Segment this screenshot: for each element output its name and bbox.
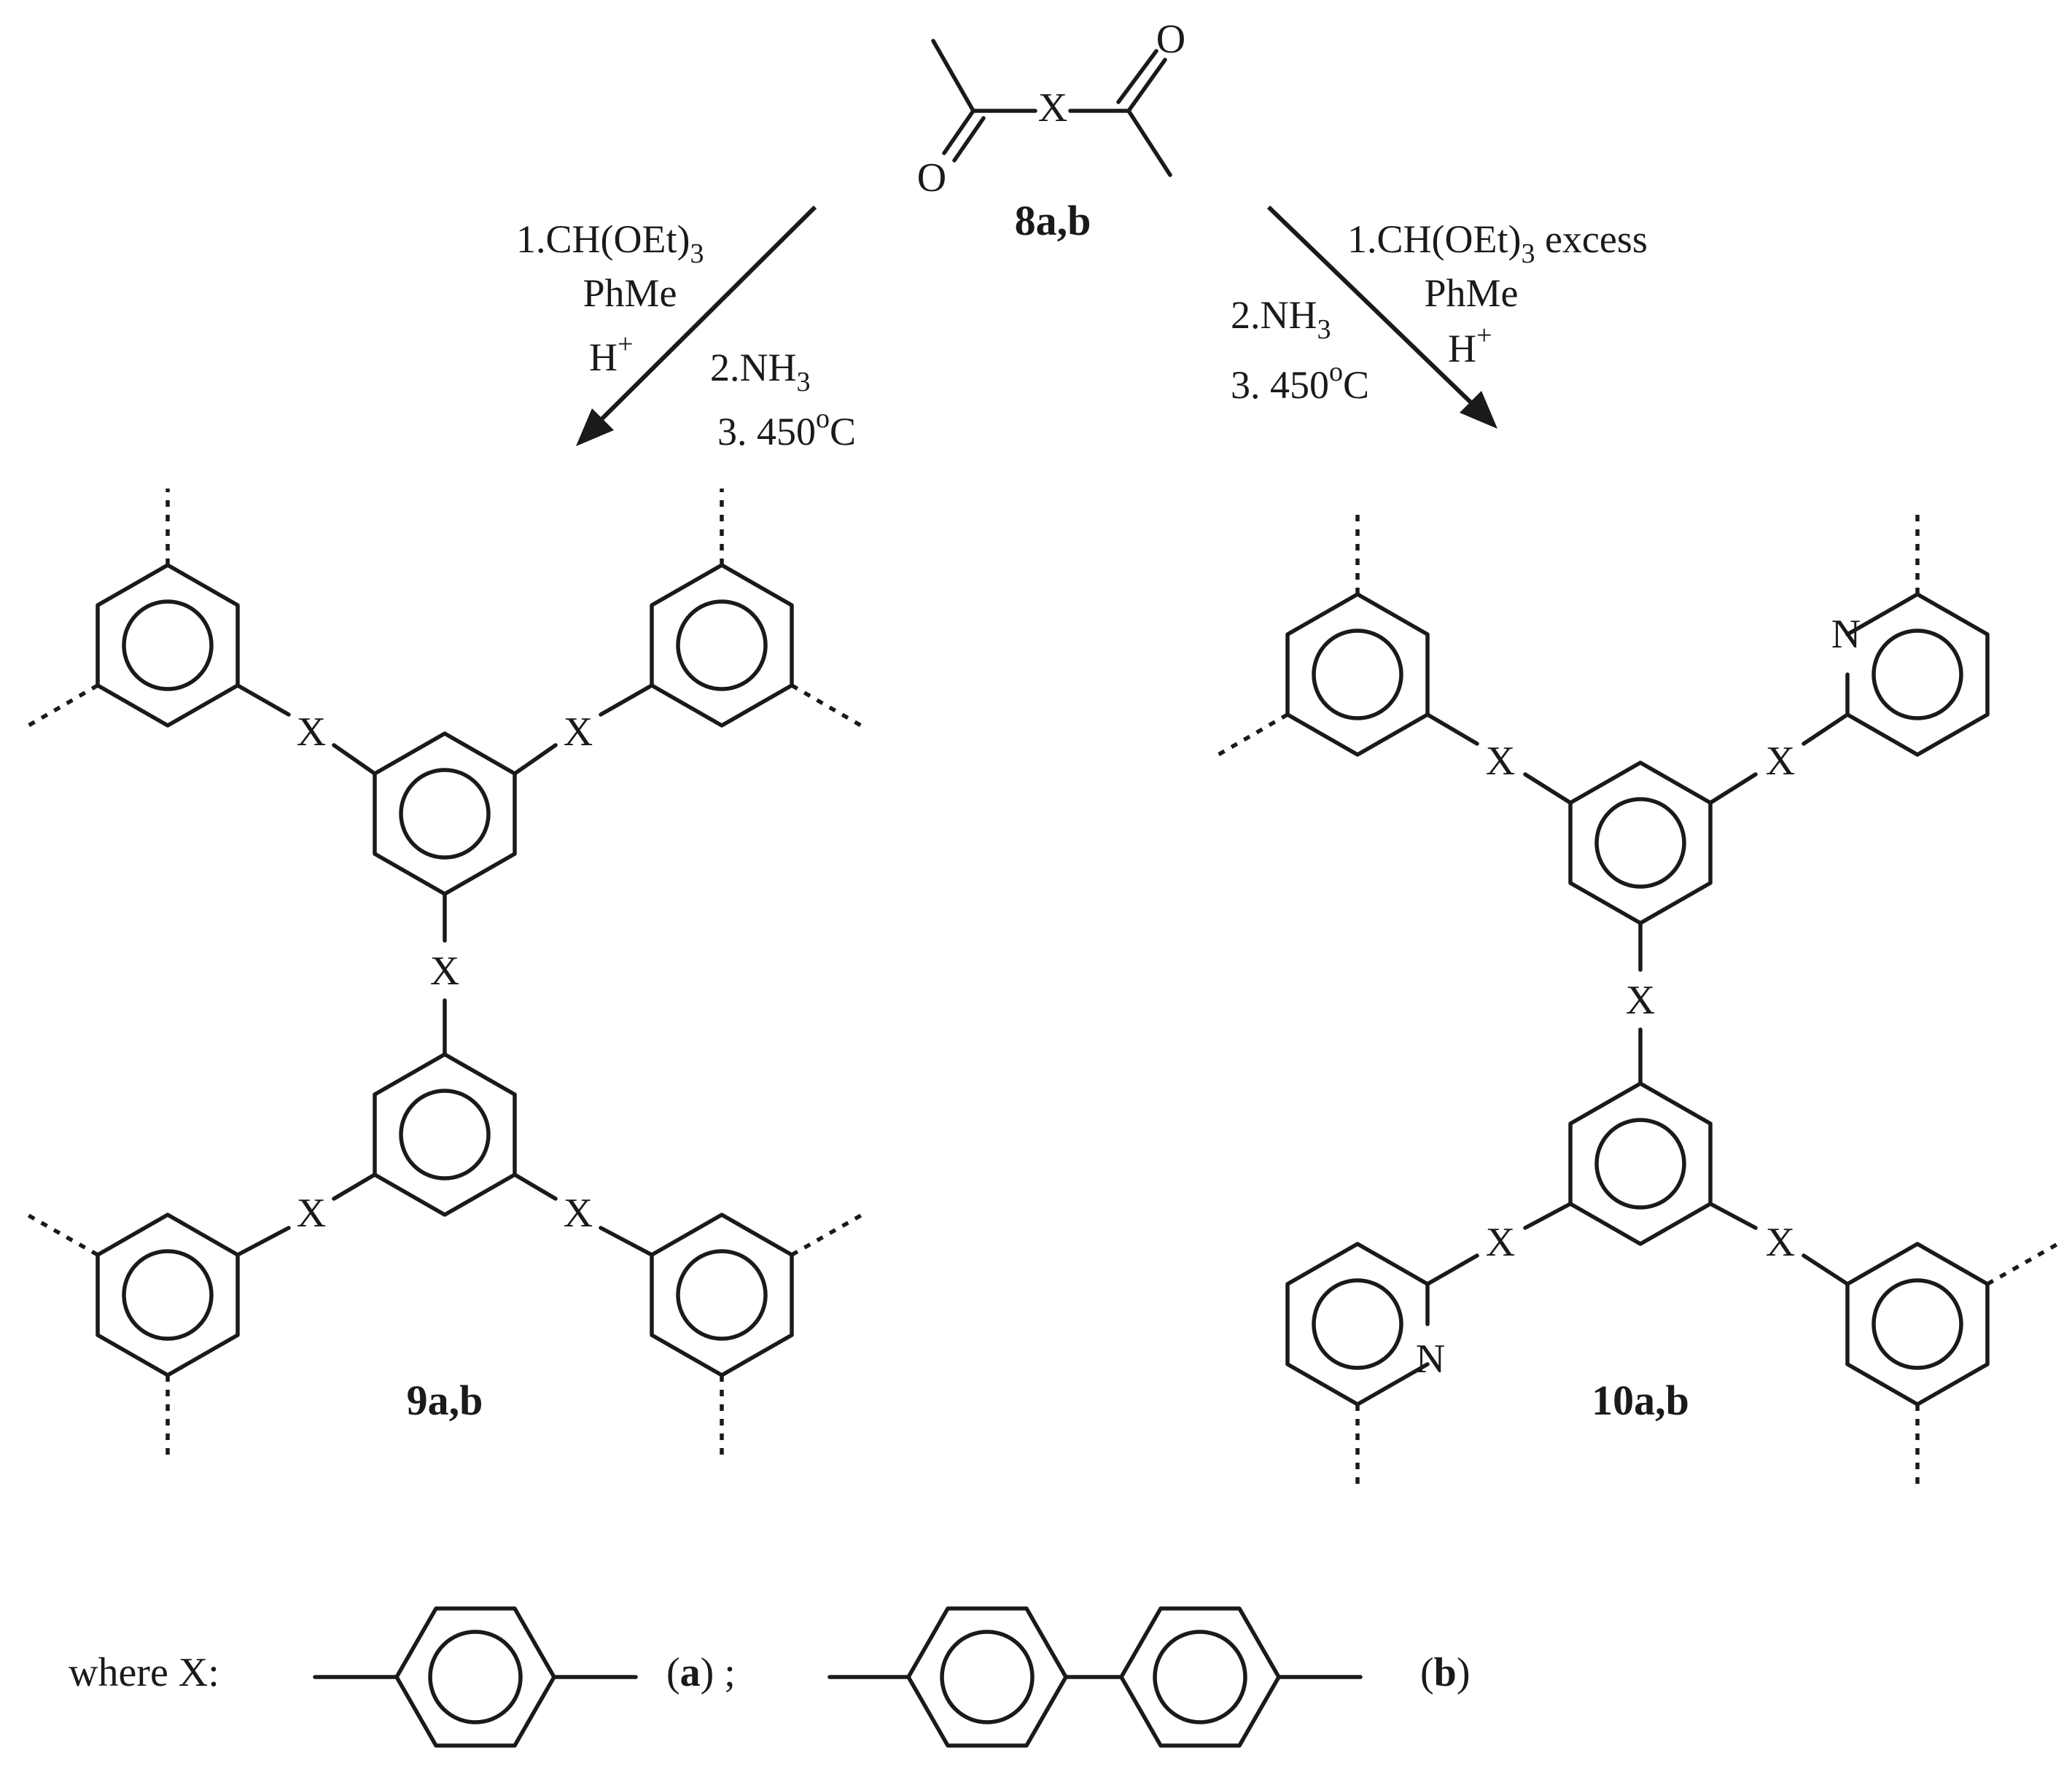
conditions-left: 1.CH(OEt)3 PhMe H+ 2.NH3 3. 450oC <box>516 217 856 454</box>
right-x-1: X <box>1486 739 1515 784</box>
right-x-4: X <box>1486 1220 1515 1265</box>
product-10ab: N N X X X X X 10a,b <box>1213 510 2062 1485</box>
left-step3: 3. 450oC <box>717 403 856 454</box>
product-10ab-label: 10a,b <box>1592 1377 1689 1424</box>
left-x-2: X <box>564 709 593 755</box>
right-step2: 2.NH3 <box>1231 293 1331 345</box>
start-x-atom: X <box>1038 85 1067 131</box>
left-solvent: PhMe <box>583 271 677 315</box>
product-9ab: X X X X X 9a,b <box>23 489 866 1458</box>
left-step2: 2.NH3 <box>710 346 811 397</box>
starting-material-8ab: X O O 8a,b <box>917 17 1185 244</box>
start-oxygen-right: O <box>1156 17 1185 62</box>
left-step1: 1.CH(OEt)3 <box>516 217 704 269</box>
right-step1: 1.CH(OEt)3 excess <box>1347 217 1648 269</box>
start-oxygen-left: O <box>917 155 946 201</box>
right-x-2: X <box>1766 739 1795 784</box>
product-9ab-label: 9a,b <box>407 1377 483 1424</box>
legend-b: (b) <box>1420 1650 1470 1695</box>
left-x-1: X <box>297 709 326 755</box>
left-x-4: X <box>297 1191 326 1236</box>
right-solvent: PhMe <box>1424 271 1518 315</box>
start-compound-label: 8a,b <box>1015 197 1091 244</box>
right-x-5: X <box>1766 1220 1795 1265</box>
right-acid: H+ <box>1448 320 1492 370</box>
pyridine-n-top: N <box>1831 612 1861 657</box>
reaction-arrow-right <box>1266 205 1497 429</box>
legend-prefix: where X: <box>69 1650 219 1695</box>
left-acid: H+ <box>589 329 633 379</box>
pyridine-n-bottom: N <box>1416 1337 1445 1382</box>
right-step3: 3. 450oC <box>1231 357 1369 407</box>
reaction-arrow-left <box>576 205 817 446</box>
right-x-3: X <box>1626 978 1655 1023</box>
conditions-right: 1.CH(OEt)3 excess PhMe H+ 2.NH3 3. 450oC <box>1231 217 1648 407</box>
left-x-5: X <box>564 1191 593 1236</box>
legend-a: (a) ; <box>666 1650 736 1695</box>
x-definition-legend: where X: (a) ; (b) <box>69 1606 1470 1748</box>
left-x-3: X <box>430 949 459 994</box>
